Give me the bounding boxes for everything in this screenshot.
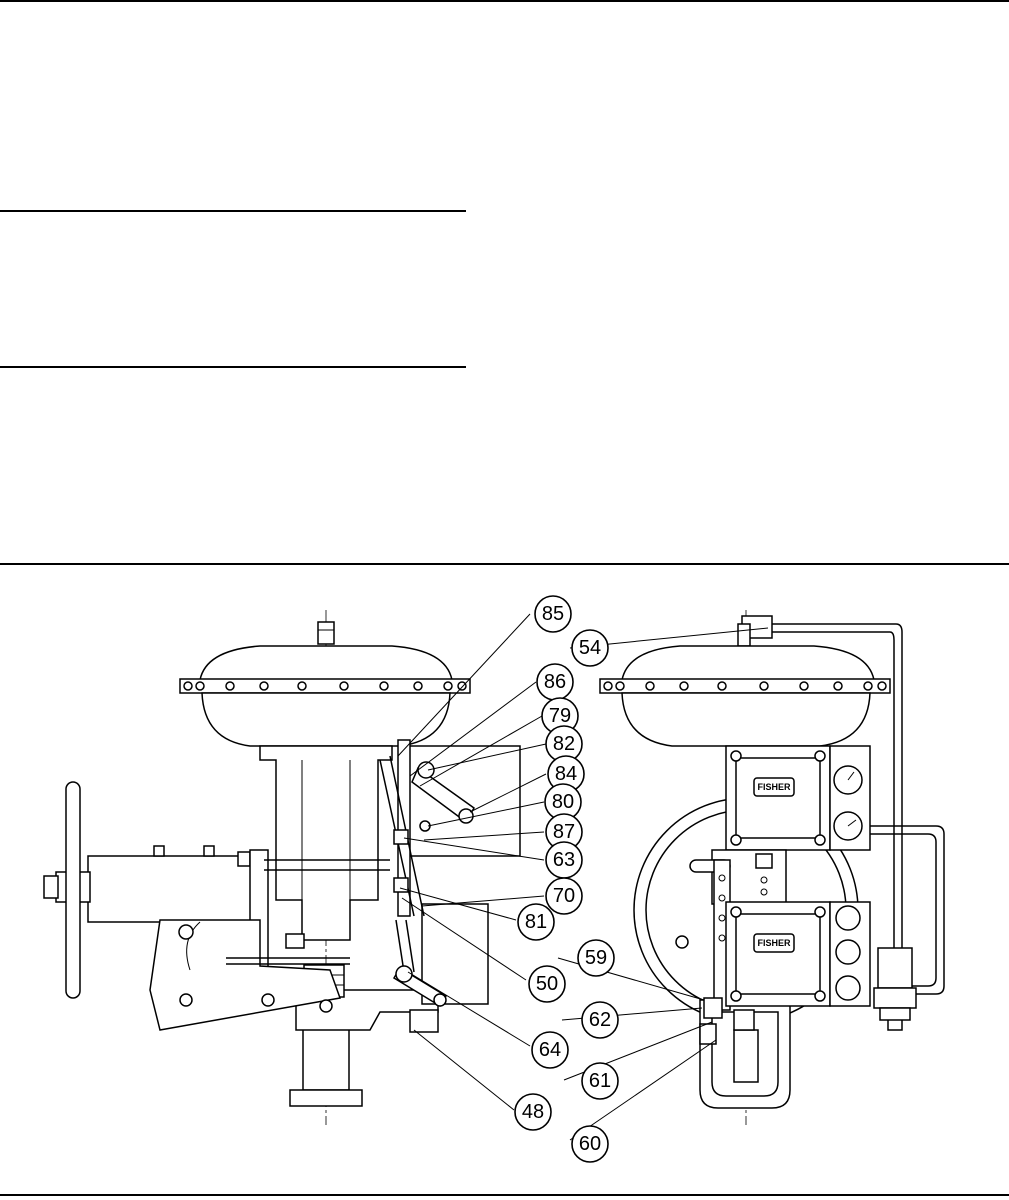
leader-lines — [397, 613, 769, 1141]
callout-label-63: 63 — [553, 849, 575, 871]
top-rule — [0, 0, 1009, 2]
callout-label-87: 87 — [553, 821, 575, 843]
callout-label-60: 60 — [579, 1133, 601, 1155]
callout-label-48: 48 — [522, 1101, 544, 1123]
callout-87: 87 — [545, 813, 583, 851]
callout-64: 64 — [531, 1031, 569, 1069]
callout-48: 48 — [514, 1093, 552, 1131]
callout-54: 54 — [571, 629, 609, 667]
callout-80: 80 — [544, 783, 582, 821]
casing-bolts-right — [603, 681, 887, 691]
callout-label-54: 54 — [579, 637, 601, 659]
callout-label-50: 50 — [536, 973, 558, 995]
callout-label-62: 62 — [589, 1009, 611, 1031]
section-rule-2 — [0, 366, 466, 368]
casing-bolts-left — [183, 681, 467, 691]
callout-label-82: 82 — [553, 733, 575, 755]
callout-86: 86 — [536, 663, 574, 701]
nameplate-upper: FISHER — [757, 782, 791, 792]
callout-60: 60 — [571, 1125, 609, 1163]
callout-59: 59 — [577, 939, 615, 977]
callout-62: 62 — [581, 1001, 619, 1039]
callout-84: 84 — [547, 755, 585, 793]
callout-63: 63 — [545, 841, 583, 879]
figure-top-rule — [0, 563, 1009, 565]
section-rule-1 — [0, 210, 466, 212]
callout-85: 85 — [534, 595, 572, 633]
callout-label-85: 85 — [542, 603, 564, 625]
bottom-rule — [0, 1194, 1009, 1196]
right-actuator-view: FISHER FISHER — [599, 610, 945, 1125]
callout-label-59: 59 — [585, 947, 607, 969]
callout-label-61: 61 — [589, 1070, 611, 1092]
callout-label-81: 81 — [525, 911, 547, 933]
callout-61: 61 — [581, 1062, 619, 1100]
left-actuator-view — [43, 610, 521, 1125]
callout-81: 81 — [517, 903, 555, 941]
nameplate-lower: FISHER — [757, 938, 791, 948]
callout-70: 70 — [545, 877, 583, 915]
callout-label-80: 80 — [552, 791, 574, 813]
callout-label-70: 70 — [553, 885, 575, 907]
callout-82: 82 — [545, 725, 583, 763]
callout-label-64: 64 — [539, 1039, 561, 1061]
callout-label-84: 84 — [555, 763, 577, 785]
callout-label-86: 86 — [544, 671, 566, 693]
callout-label-79: 79 — [549, 705, 571, 727]
callout-50: 50 — [528, 965, 566, 1003]
